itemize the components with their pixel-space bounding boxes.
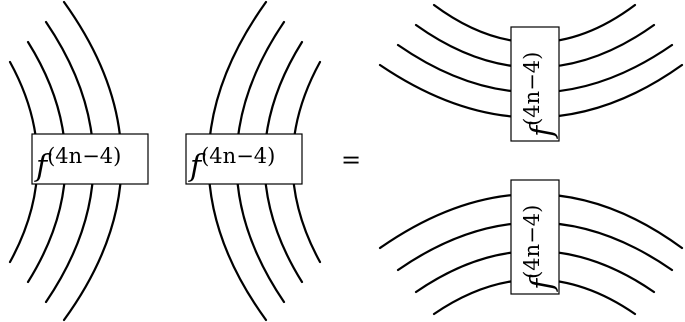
projector-superscript: (4n−4) [520, 52, 544, 126]
projector-superscript: (4n−4) [520, 205, 544, 279]
equals-sign: = [341, 146, 361, 174]
projector-box-2: f(4n−4) [185, 133, 303, 185]
projector-box-4: f(4n−4) [510, 179, 560, 295]
projector-superscript: (4n−4) [47, 144, 121, 168]
projector-superscript: (4n−4) [201, 144, 275, 168]
projector-box-1: f(4n−4) [31, 133, 149, 185]
projector-box-3: f(4n−4) [510, 26, 560, 142]
